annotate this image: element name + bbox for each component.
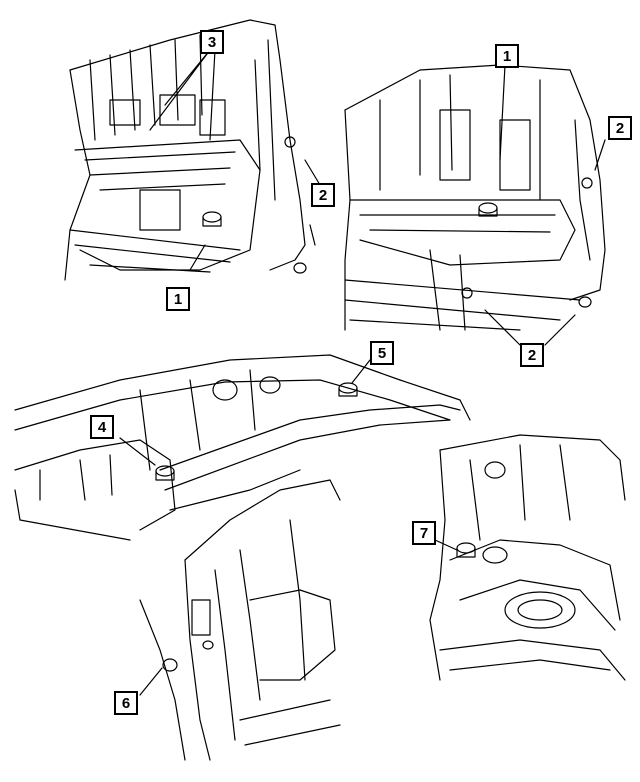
callout-1-cab-floor: 1 xyxy=(495,44,519,68)
callout-4: 4 xyxy=(90,415,114,439)
callout-2-cab-rear: 2 xyxy=(311,183,335,207)
panel-b-pillar xyxy=(139,479,341,761)
panel-rear-floor xyxy=(429,434,626,681)
panel-roof-frame xyxy=(14,354,471,541)
callout-3: 3 xyxy=(200,30,224,54)
panel-cab-floor-doors xyxy=(344,64,606,346)
panel-rear-cab-interior xyxy=(64,19,321,281)
callout-2-rocker: 2 xyxy=(520,343,544,367)
callout-6: 6 xyxy=(114,691,138,715)
callout-2-door-pillar: 2 xyxy=(608,116,632,140)
callout-5: 5 xyxy=(370,341,394,365)
callout-7: 7 xyxy=(412,521,436,545)
callout-1-cab-rear: 1 xyxy=(166,287,190,311)
